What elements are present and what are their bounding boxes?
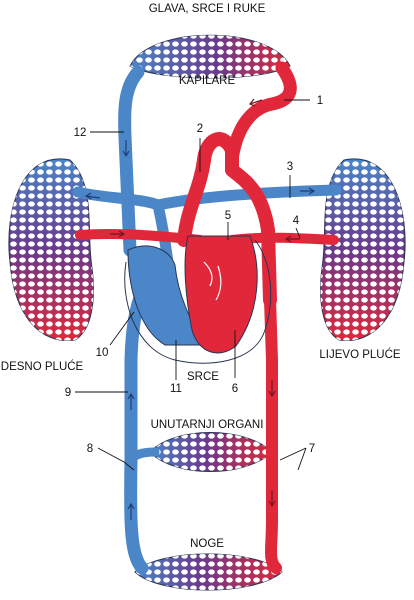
number-11: 11 xyxy=(170,383,182,395)
arterial-vessels xyxy=(75,61,339,574)
number-8: 8 xyxy=(87,443,93,455)
heart-label: SRCE xyxy=(187,371,219,383)
number-2: 2 xyxy=(197,123,203,135)
capillaries-label: KAPILARE xyxy=(179,75,236,87)
head-arms-capillary-bed xyxy=(129,34,291,79)
legs-capillary-bed xyxy=(134,553,283,591)
number-10: 10 xyxy=(96,347,109,359)
flow-arrows xyxy=(84,98,316,520)
number-6: 6 xyxy=(232,383,238,395)
number-12: 12 xyxy=(74,127,87,139)
number-9: 9 xyxy=(65,387,71,399)
left-lung-label: LIJEVO PLUĆE xyxy=(319,348,400,361)
leader-lines xyxy=(75,99,310,471)
number-7: 7 xyxy=(309,443,315,455)
right-lung-label: DESNO PLUĆE xyxy=(1,360,84,373)
head-arms-label: GLAVA, SRCE I RUKE xyxy=(149,3,266,15)
left-lung-capillary-bed xyxy=(320,158,406,342)
number-4: 4 xyxy=(293,215,300,227)
number-3: 3 xyxy=(287,161,293,173)
legs-label: NOGE xyxy=(190,538,224,550)
heart-outline xyxy=(124,239,272,364)
number-1: 1 xyxy=(317,95,323,107)
internal-organs-capillary-bed xyxy=(149,432,273,472)
internal-organs-label: UNUTARNJI ORGANI xyxy=(151,419,264,431)
right-lung-capillary-bed xyxy=(8,158,94,342)
number-5: 5 xyxy=(225,210,231,222)
